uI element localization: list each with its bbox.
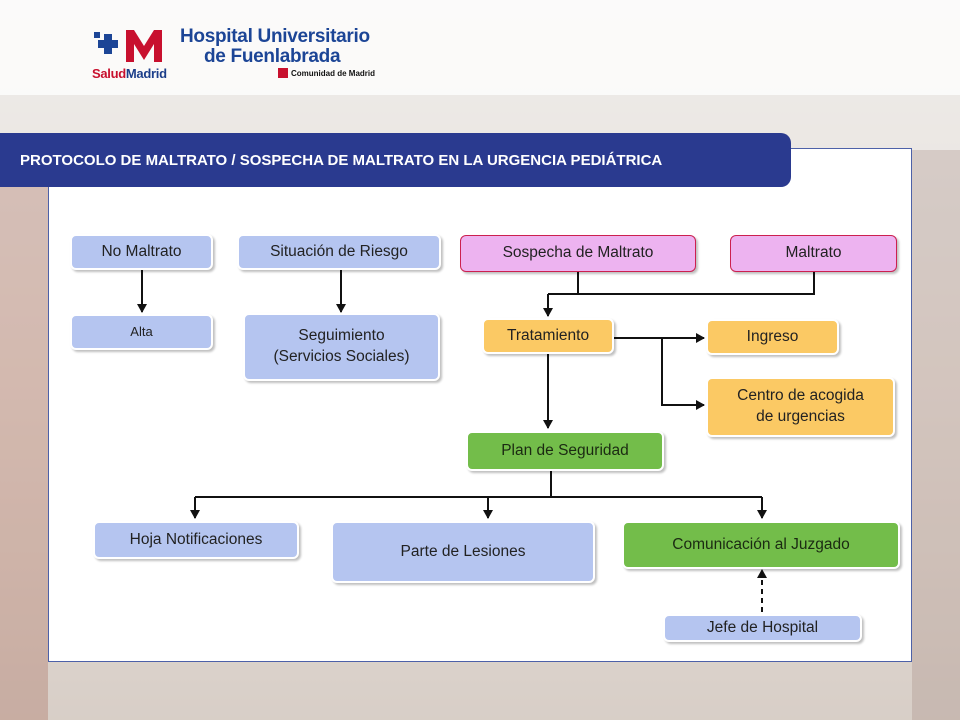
seguimiento-line2: (Servicios Sociales) xyxy=(273,348,410,365)
seguimiento-line1: Seguimiento xyxy=(298,327,385,345)
salud-madrid-text: SaludMadrid xyxy=(92,66,167,81)
node-situacion-riesgo: Situación de Riesgo xyxy=(237,234,441,270)
salud-madrid-logo-icon xyxy=(94,30,162,62)
node-sospecha-maltrato: Sospecha de Maltrato xyxy=(460,235,696,272)
hospital-name-line1: Hospital Universitario xyxy=(180,26,370,47)
node-parte-lesiones: Parte de Lesiones xyxy=(331,521,595,583)
node-hoja-notificaciones: Hoja Notificaciones xyxy=(93,521,299,559)
hospital-name-line2: de Fuenlabrada xyxy=(204,46,341,67)
background-building-right xyxy=(912,150,960,720)
comunidad-flag-icon xyxy=(278,68,288,78)
node-no-maltrato: No Maltrato xyxy=(70,234,213,270)
node-comunicacion-juzgado: Comunicación al Juzgado xyxy=(622,521,900,569)
arrow-to-centro xyxy=(661,338,705,410)
node-tratamiento: Tratamiento xyxy=(482,318,614,354)
salud-text: Salud xyxy=(92,66,126,81)
node-seguimiento: Seguimiento (Servicios Sociales) xyxy=(243,313,440,381)
comunidad-madrid-label: Comunidad de Madrid xyxy=(278,68,375,78)
node-plan-seguridad: Plan de Seguridad xyxy=(466,431,664,471)
page-title: PROTOCOLO DE MALTRATO / SOSPECHA DE MALT… xyxy=(0,133,791,187)
madrid-text: Madrid xyxy=(125,66,167,81)
background-building xyxy=(0,180,48,720)
node-maltrato: Maltrato xyxy=(730,235,897,272)
node-jefe-hospital: Jefe de Hospital xyxy=(663,614,862,642)
comunidad-text: Comunidad de Madrid xyxy=(291,68,375,78)
centro-line2: de urgencias xyxy=(756,408,845,425)
hospital-logo: SaludMadrid Hospital Universitario de Fu… xyxy=(88,26,398,86)
connector-maltrato xyxy=(548,272,815,295)
node-alta: Alta xyxy=(70,314,213,350)
node-centro-acogida: Centro de acogida de urgencias xyxy=(706,377,895,437)
node-ingreso: Ingreso xyxy=(706,319,839,355)
centro-line1: Centro de acogida xyxy=(737,387,864,405)
connector-sospecha xyxy=(548,272,579,295)
